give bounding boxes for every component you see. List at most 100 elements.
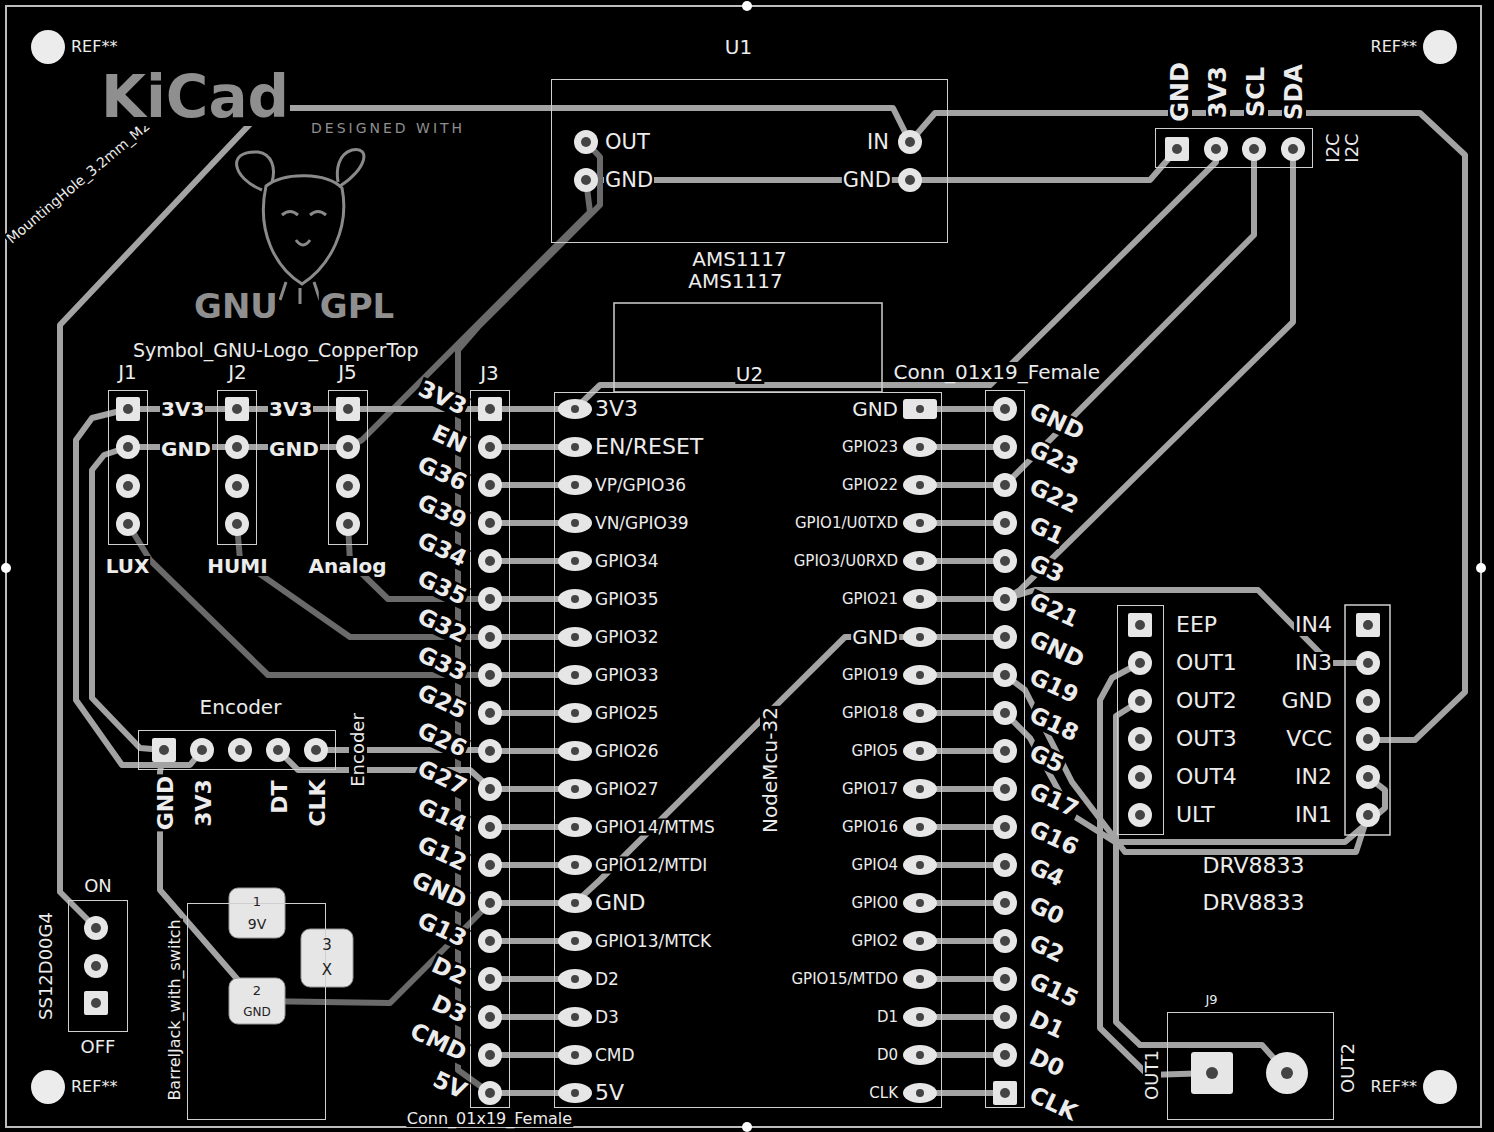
silkscreen-text: 3V3 (160, 399, 205, 419)
pad (903, 1045, 937, 1065)
silkscreen-text: 3V3 (1206, 65, 1230, 119)
component-outline: U1AMS1117AMS1117 (551, 79, 948, 243)
pad (993, 1005, 1017, 1029)
silkscreen-text: D1 (1025, 1007, 1068, 1044)
silkscreen-text: OUT2 (1175, 690, 1238, 712)
pad (336, 512, 360, 536)
silkscreen-text: G39 (413, 490, 471, 533)
pad (898, 168, 922, 192)
silkscreen-text: G1 (1025, 513, 1068, 549)
pad (116, 474, 140, 498)
silkscreen-text: 2 (252, 984, 262, 997)
component-label: HUMI (206, 556, 268, 576)
pad (903, 741, 937, 761)
pad (478, 739, 502, 763)
pad (993, 701, 1017, 725)
pad (993, 473, 1017, 497)
copper-trace (92, 447, 164, 750)
silkscreen-text: D1 (876, 1010, 899, 1025)
component-label: NodeMcu-32 (760, 706, 780, 834)
silkscreen-text: EN/RESET (594, 436, 704, 458)
pad (1128, 613, 1152, 637)
silkscreen-text: GND (242, 1006, 272, 1018)
silkscreen-text: OUT1 (1143, 1049, 1161, 1101)
silkscreen-text: 3V3 (193, 778, 215, 828)
silkscreen-text: Symbol_GNU-Logo_CopperTop (132, 341, 420, 360)
silkscreen-text: G34 (413, 528, 471, 571)
mounting-hole (31, 1070, 65, 1104)
pad (1165, 137, 1189, 161)
pad (574, 168, 598, 192)
silkscreen-text: CLK (307, 778, 329, 827)
pad (993, 397, 1017, 421)
silkscreen-text: OUT1 (1175, 652, 1238, 674)
pad (993, 663, 1017, 687)
silkscreen-text: GPIO13/MTCK (594, 933, 712, 950)
silkscreen-text: GND (842, 170, 892, 191)
silkscreen-text: D3 (428, 991, 471, 1028)
mounting-hole (1423, 30, 1457, 64)
silkscreen-text: GPIO34 (594, 553, 659, 570)
silkscreen-text: REF** (70, 39, 118, 55)
pad (266, 738, 290, 762)
pad (478, 397, 502, 421)
pad (1356, 613, 1380, 637)
silkscreen-text: KiCad (100, 68, 290, 126)
pad (558, 1083, 592, 1103)
pad (478, 587, 502, 611)
silkscreen-text: GND (268, 439, 320, 459)
pad (336, 397, 360, 421)
pad (478, 473, 502, 497)
pad (903, 399, 937, 419)
component-outline: J3Conn_01x19_Female (470, 390, 510, 1108)
pad (993, 853, 1017, 877)
component-outline: J9 (1167, 1012, 1334, 1120)
pad (558, 475, 592, 495)
silkscreen-text: GPIO18 (841, 706, 899, 721)
silkscreen-text: G14 (413, 794, 471, 837)
silkscreen-text: GND (604, 170, 654, 191)
pad (993, 511, 1017, 535)
component-label: U2 (735, 364, 764, 384)
pad (478, 1081, 502, 1105)
silkscreen-text: 3V3 (594, 398, 639, 420)
silkscreen-text: GND (160, 439, 212, 459)
silkscreen-text: GPIO0 (851, 896, 899, 911)
pad (225, 397, 249, 421)
pad (478, 625, 502, 649)
silkscreen-text: 5V (594, 1082, 625, 1104)
pad (993, 739, 1017, 763)
silkscreen-text: OUT (604, 132, 651, 153)
silkscreen-text: OFF (80, 1038, 117, 1056)
pad (225, 435, 249, 459)
silkscreen-text: GPIO19 (841, 668, 899, 683)
component-label: J5 (337, 362, 358, 382)
silkscreen-text: GND (594, 892, 646, 914)
pad (1128, 803, 1152, 827)
silkscreen-text: G23 (1025, 437, 1083, 480)
silkscreen-text: EEP (1175, 614, 1218, 636)
pad (558, 589, 592, 609)
tab-mark (1, 563, 11, 573)
silkscreen-text: IN2 (1294, 766, 1333, 788)
silkscreen-text: IN4 (1294, 614, 1333, 636)
pad (558, 931, 592, 951)
pad (558, 399, 592, 419)
board-edge (6, 6, 1481, 1127)
silkscreen-text: GPIO25 (594, 705, 659, 722)
copper-trace (1005, 149, 1254, 485)
pad (558, 893, 592, 913)
silkscreen-text: GPIO15/MTDO (790, 972, 899, 987)
silkscreen-text: GND (1281, 690, 1333, 712)
pad (993, 891, 1017, 915)
component-outline: J2HUMI (217, 390, 257, 545)
silkscreen-text: SCL (1244, 66, 1268, 118)
pad (903, 931, 937, 951)
pad (116, 512, 140, 536)
silkscreen-text: GPIO35 (594, 591, 659, 608)
silkscreen-text: G16 (1025, 817, 1083, 860)
pad (478, 1005, 502, 1029)
pad (558, 703, 592, 723)
silkscreen-text: GPIO16 (841, 820, 899, 835)
silkscreen-text: D0 (1025, 1045, 1068, 1082)
